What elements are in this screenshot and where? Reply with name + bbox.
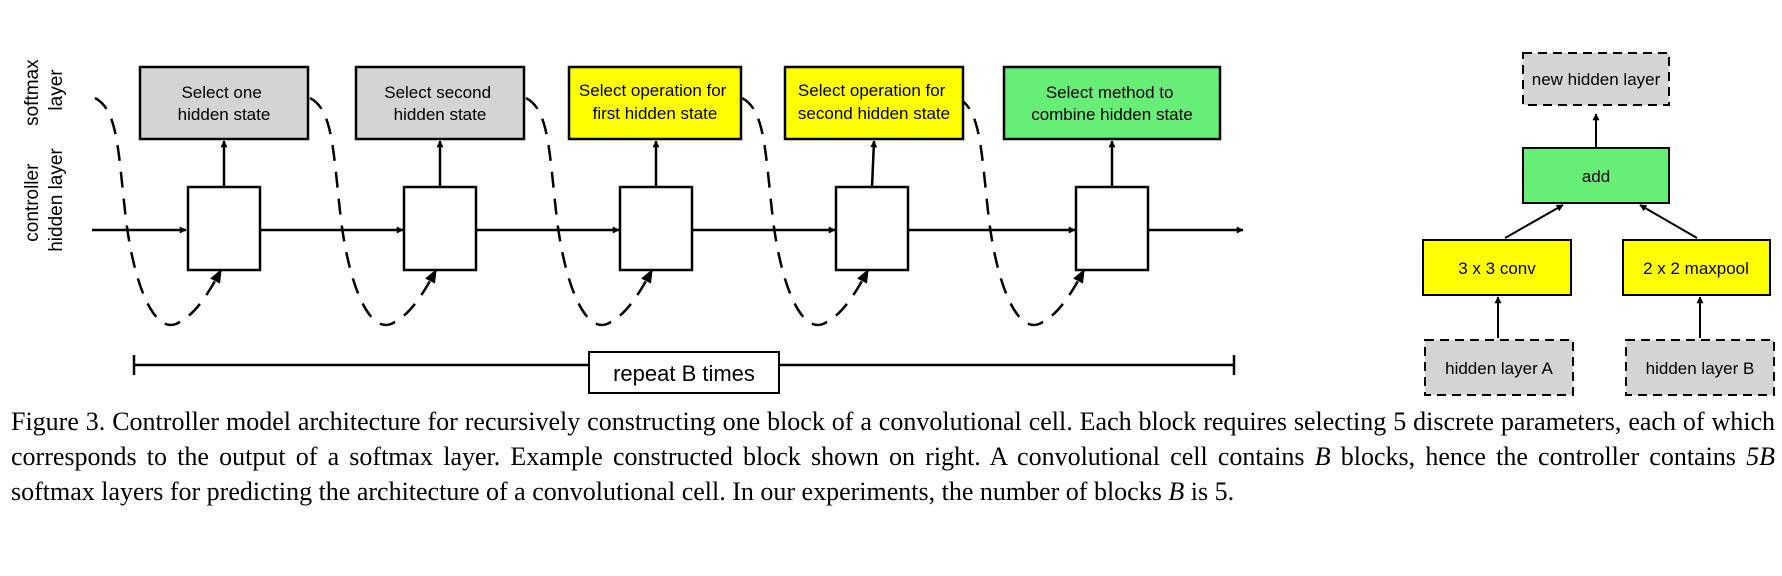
caption-text-4: is 5. bbox=[1184, 477, 1235, 506]
hidden-units bbox=[186, 185, 1150, 272]
svg-text:hidden layer A: hidden layer A bbox=[1445, 359, 1553, 378]
figure-caption: Figure 3. Controller model architecture … bbox=[11, 404, 1775, 509]
softmax-box-2: Select operation for first hidden state bbox=[567, 65, 743, 141]
caption-symbol-b-2: B bbox=[1168, 477, 1185, 506]
new-hidden-layer-node: new hidden layer bbox=[1522, 52, 1670, 106]
svg-text:2 x 2 maxpool: 2 x 2 maxpool bbox=[1643, 259, 1749, 278]
add-node: add bbox=[1522, 147, 1670, 204]
feedback-curve-2 bbox=[525, 96, 654, 327]
softmax-box-3: Select operation for second hidden state bbox=[783, 65, 965, 141]
svg-text:repeat B times: repeat B times bbox=[613, 361, 755, 386]
softmax-box-4: Select method to combine hidden state bbox=[1002, 65, 1222, 141]
controller-hidden-layer-label: controller hidden layer bbox=[22, 148, 67, 252]
hidden-unit-0 bbox=[186, 185, 262, 272]
caption-text-2: blocks, hence the controller contains bbox=[1330, 442, 1747, 471]
feedback-curves bbox=[94, 96, 1086, 327]
hidden-unit-1 bbox=[402, 185, 478, 272]
svg-text:Select operation for fir: Select operation for first hidden state bbox=[579, 81, 731, 123]
svg-text:Select method to combine: Select method to combine hidden state bbox=[1031, 83, 1193, 124]
svg-text:hidden layer B: hidden layer B bbox=[1646, 359, 1755, 378]
hidden-layer-b-node: hidden layer B bbox=[1625, 339, 1775, 396]
softmax-up-arrows bbox=[220, 140, 1116, 188]
repeat-label-box: repeat B times bbox=[588, 351, 780, 394]
feedback-curve-1 bbox=[309, 96, 438, 327]
architecture-diagram: softmax layer controller hidden layer bbox=[22, 52, 1775, 396]
hidden-unit-3 bbox=[834, 185, 910, 272]
svg-text:add: add bbox=[1582, 167, 1610, 186]
caption-text-3: softmax layers for predicting the archit… bbox=[11, 477, 1169, 506]
svg-text:Select one hidden state: Select one hidden state bbox=[178, 83, 271, 124]
feedback-curve-0 bbox=[94, 96, 223, 327]
caption-text-1: Figure 3. Controller model architecture … bbox=[11, 407, 1775, 471]
arrow-maxpool-to-add bbox=[1639, 204, 1698, 239]
caption-symbol-5b: 5B bbox=[1746, 442, 1775, 471]
hidden-layer-a-node: hidden layer A bbox=[1424, 339, 1574, 396]
svg-text:3 x 3 conv: 3 x 3 conv bbox=[1458, 259, 1536, 278]
feedback-curve-3 bbox=[741, 96, 870, 327]
svg-text:Select second hidden sta: Select second hidden state bbox=[384, 83, 496, 124]
maxpool-op-node: 2 x 2 maxpool bbox=[1622, 239, 1771, 296]
softmax-layer-label: softmax layer bbox=[22, 54, 67, 126]
hidden-unit-4 bbox=[1074, 185, 1150, 272]
up-arrow-3 bbox=[870, 140, 878, 188]
example-block: new hidden layer add 3 x 3 conv 2 x 2 ma… bbox=[1422, 52, 1775, 396]
softmax-box-1: Select second hidden state bbox=[354, 65, 526, 141]
svg-text:Select operation for sec: Select operation for second hidden state bbox=[798, 81, 950, 123]
hidden-unit-2 bbox=[618, 185, 694, 272]
arrow-conv-to-add bbox=[1504, 204, 1564, 239]
svg-text:new hidden layer: new hidden layer bbox=[1532, 70, 1661, 89]
conv-op-node: 3 x 3 conv bbox=[1422, 239, 1572, 296]
feedback-curve-4 bbox=[957, 96, 1086, 327]
caption-symbol-b: B bbox=[1314, 442, 1331, 471]
softmax-box-0: Select one hidden state bbox=[138, 65, 310, 141]
